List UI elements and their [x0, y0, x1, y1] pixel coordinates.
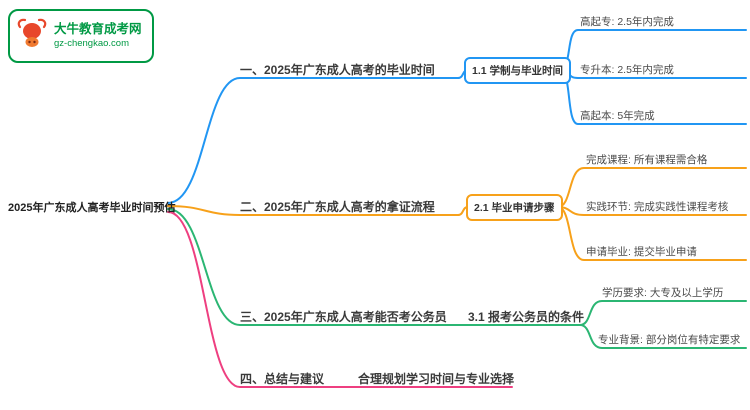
branch-3-leaf-2: 专业背景: 部分岗位有特定要求 — [598, 334, 741, 346]
branch-1-leaf-2: 专升本: 2.5年内完成 — [580, 64, 674, 76]
branch-2-leaf-3: 申请毕业: 提交毕业申请 — [586, 246, 697, 258]
branch-2-leaf-1: 完成课程: 所有课程需合格 — [586, 154, 708, 166]
branch-2-leaf-2: 实践环节: 完成实践性课程考核 — [586, 201, 729, 213]
branch-1-leaf-1: 高起专: 2.5年内完成 — [580, 16, 674, 28]
branch-1-subtopic: 1.1 学制与毕业时间 — [464, 57, 572, 84]
branch-4-subtopic: 合理规划学习时间与专业选择 — [358, 372, 515, 386]
branch-3-leaf-1: 学历要求: 大专及以上学历 — [602, 287, 724, 299]
branch-1-topic: 一、2025年广东成人高考的毕业时间 — [240, 63, 435, 77]
branch-3-connector — [167, 208, 747, 349]
branch-2-subtopic: 2.1 毕业申请步骤 — [466, 194, 563, 221]
branch-2-connector — [167, 167, 747, 261]
branch-4-topic: 四、总结与建议 — [240, 372, 325, 386]
bull-logo-icon — [16, 18, 48, 55]
site-logo: 大牛教育成考网 gz-chengkao.com — [8, 9, 154, 63]
site-domain: gz-chengkao.com — [54, 37, 129, 49]
branch-1-connector — [167, 29, 747, 204]
branch-3-topic: 三、2025年广东成人高考能否考公务员 — [240, 310, 447, 324]
branch-3-subtopic: 3.1 报考公务员的条件 — [468, 310, 585, 324]
branch-1-leaf-3: 高起本: 5年完成 — [580, 110, 655, 122]
branch-2-topic: 二、2025年广东成人高考的拿证流程 — [240, 200, 435, 214]
site-name: 大牛教育成考网 — [54, 22, 142, 37]
root-node: 2025年广东成人高考毕业时间预估 — [8, 202, 176, 214]
branch-4-connector — [167, 211, 513, 388]
